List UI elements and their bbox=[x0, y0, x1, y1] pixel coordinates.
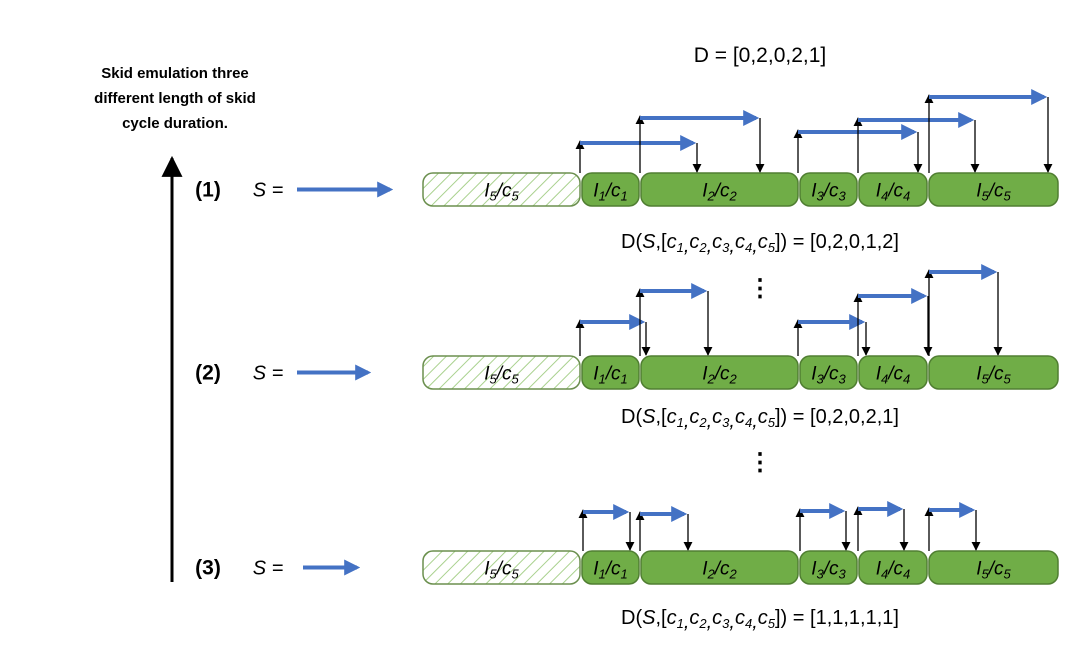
previous-cell-box bbox=[422, 550, 581, 585]
cell-label: I5/c5 bbox=[484, 181, 519, 204]
skid-arrow bbox=[635, 283, 713, 356]
row-number: (3) bbox=[195, 557, 221, 580]
cell-label: I1/c1 bbox=[593, 181, 628, 204]
cell-box-4 bbox=[858, 550, 928, 585]
skid-arrow bbox=[793, 314, 871, 356]
skid-arrow bbox=[635, 506, 693, 551]
skid-arrow bbox=[924, 502, 981, 551]
ellipsis-2: ⋮ bbox=[748, 449, 772, 476]
skid-arrow bbox=[635, 110, 765, 173]
cell-label: I3/c3 bbox=[811, 181, 846, 204]
cell-label: I2/c2 bbox=[702, 181, 737, 204]
cell-box-3 bbox=[799, 355, 858, 390]
cell-box-2 bbox=[640, 355, 799, 390]
sequence-label: S = bbox=[253, 558, 284, 580]
cell-box-4 bbox=[858, 172, 928, 207]
cell-box-1 bbox=[581, 550, 640, 585]
cell-box-3 bbox=[799, 550, 858, 585]
cell-label: I2/c2 bbox=[702, 559, 737, 582]
cell-label: I4/c4 bbox=[876, 364, 911, 387]
cell-label: I4/c4 bbox=[876, 181, 911, 204]
sequence-label: S = bbox=[253, 363, 284, 385]
row-number: (2) bbox=[195, 362, 221, 385]
cell-label: I1/c1 bbox=[593, 559, 628, 582]
skid-arrow bbox=[795, 503, 851, 551]
cell-label: I3/c3 bbox=[811, 559, 846, 582]
row-number: (1) bbox=[195, 179, 221, 202]
previous-cell-box bbox=[422, 355, 581, 390]
side-label-line2: different length of skid bbox=[94, 90, 256, 107]
cell-label: I3/c3 bbox=[811, 364, 846, 387]
row-1: (1) S = I5/c5 I1/c1 I2/c2 I3/c3 I4/c4 I5/c5D(S,… bbox=[195, 89, 1059, 257]
skid-arrow bbox=[575, 135, 702, 173]
cell-label: I5/c5 bbox=[484, 364, 519, 387]
skid-arrow bbox=[924, 89, 1053, 173]
cell-box-5 bbox=[928, 355, 1059, 390]
sequence-label: S = bbox=[253, 180, 284, 202]
skid-arrow bbox=[793, 124, 923, 173]
skid-duration-result: D(S,[c1,c2,c3,c4,c5]) = [0,2,0,2,1] bbox=[621, 406, 899, 432]
cell-box-5 bbox=[928, 172, 1059, 207]
ellipsis-1: ⋮ bbox=[748, 275, 772, 302]
cell-box-1 bbox=[581, 172, 640, 207]
previous-cell-box bbox=[422, 172, 581, 207]
side-label-line3: cycle duration. bbox=[122, 115, 228, 132]
skid-arrow bbox=[853, 501, 909, 551]
skid-arrow bbox=[853, 112, 980, 173]
side-label: Skid emulation three different length of… bbox=[94, 65, 256, 132]
cell-box-5 bbox=[928, 550, 1059, 585]
row-2: (2) S = I5/c5 I1/c1 I2/c2 I3/c3 I4/c4 I5/c5D(S,… bbox=[195, 264, 1059, 432]
vector-d-header: D = [0,2,0,2,1] bbox=[694, 44, 827, 67]
skid-duration-result: D(S,[c1,c2,c3,c4,c5]) = [0,2,0,1,2] bbox=[621, 231, 899, 257]
skid-arrow bbox=[578, 504, 635, 551]
cell-label: I4/c4 bbox=[876, 559, 911, 582]
row-3: (3) S = I5/c5 I1/c1 I2/c2 I3/c3 I4/c4 I5/c5D(S,… bbox=[195, 501, 1059, 633]
skid-arrow bbox=[924, 264, 1003, 356]
cell-label: I5/c5 bbox=[976, 559, 1011, 582]
cell-box-3 bbox=[799, 172, 858, 207]
cell-label: I2/c2 bbox=[702, 364, 737, 387]
cell-box-2 bbox=[640, 550, 799, 585]
side-label-line1: Skid emulation three bbox=[101, 65, 249, 82]
cell-label: I5/c5 bbox=[484, 559, 519, 582]
cell-box-1 bbox=[581, 355, 640, 390]
cell-label: I5/c5 bbox=[976, 181, 1011, 204]
skid-arrow bbox=[575, 314, 651, 356]
cell-box-2 bbox=[640, 172, 799, 207]
cell-label: I1/c1 bbox=[593, 364, 628, 387]
cell-box-4 bbox=[858, 355, 928, 390]
cell-label: I5/c5 bbox=[976, 364, 1011, 387]
skid-arrow bbox=[853, 288, 933, 356]
skid-duration-result: D(S,[c1,c2,c3,c4,c5]) = [1,1,1,1,1] bbox=[621, 607, 899, 633]
